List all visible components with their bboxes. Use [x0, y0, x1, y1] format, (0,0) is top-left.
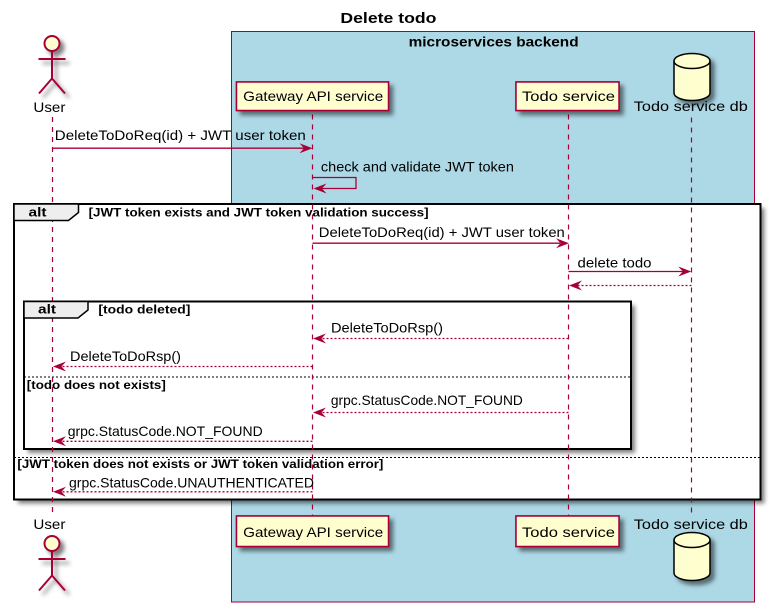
svg-text:delete todo: delete todo — [578, 254, 652, 270]
svg-text:Delete todo: Delete todo — [340, 10, 436, 27]
svg-text:alt: alt — [29, 205, 48, 220]
svg-text:User: User — [33, 99, 65, 115]
svg-text:[JWT token exists and JWT toke: [JWT token exists and JWT token validati… — [89, 206, 429, 220]
svg-text:[todo does not exists]: [todo does not exists] — [27, 378, 166, 392]
svg-text:User: User — [33, 516, 65, 532]
svg-text:DeleteToDoRsp(): DeleteToDoRsp() — [331, 320, 443, 336]
svg-text:Gateway API service: Gateway API service — [243, 524, 383, 540]
svg-text:[todo deleted]: [todo deleted] — [98, 303, 190, 317]
svg-text:microservices backend: microservices backend — [409, 34, 579, 50]
svg-text:Todo service: Todo service — [522, 88, 615, 104]
svg-text:DeleteToDoReq(id) + JWT user t: DeleteToDoReq(id) + JWT user token — [55, 127, 306, 143]
svg-text:grpc.StatusCode.NOT_FOUND: grpc.StatusCode.NOT_FOUND — [68, 423, 263, 439]
svg-text:[JWT token does not exists or: [JWT token does not exists or JWT token … — [17, 457, 383, 471]
svg-text:Todo service db: Todo service db — [634, 516, 748, 532]
svg-text:Todo service db: Todo service db — [634, 98, 748, 114]
svg-text:DeleteToDoRsp(): DeleteToDoRsp() — [70, 348, 181, 364]
svg-text:grpc.StatusCode.UNAUTHENTICATE: grpc.StatusCode.UNAUTHENTICATED — [69, 475, 314, 491]
svg-text:Todo service: Todo service — [522, 524, 615, 540]
svg-text:alt: alt — [38, 302, 57, 317]
svg-text:DeleteToDoReq(id) + JWT user t: DeleteToDoReq(id) + JWT user token — [319, 224, 565, 240]
svg-text:check and validate JWT token: check and validate JWT token — [321, 159, 514, 175]
svg-text:Gateway API service: Gateway API service — [243, 88, 383, 104]
svg-text:grpc.StatusCode.NOT_FOUND: grpc.StatusCode.NOT_FOUND — [331, 392, 523, 408]
